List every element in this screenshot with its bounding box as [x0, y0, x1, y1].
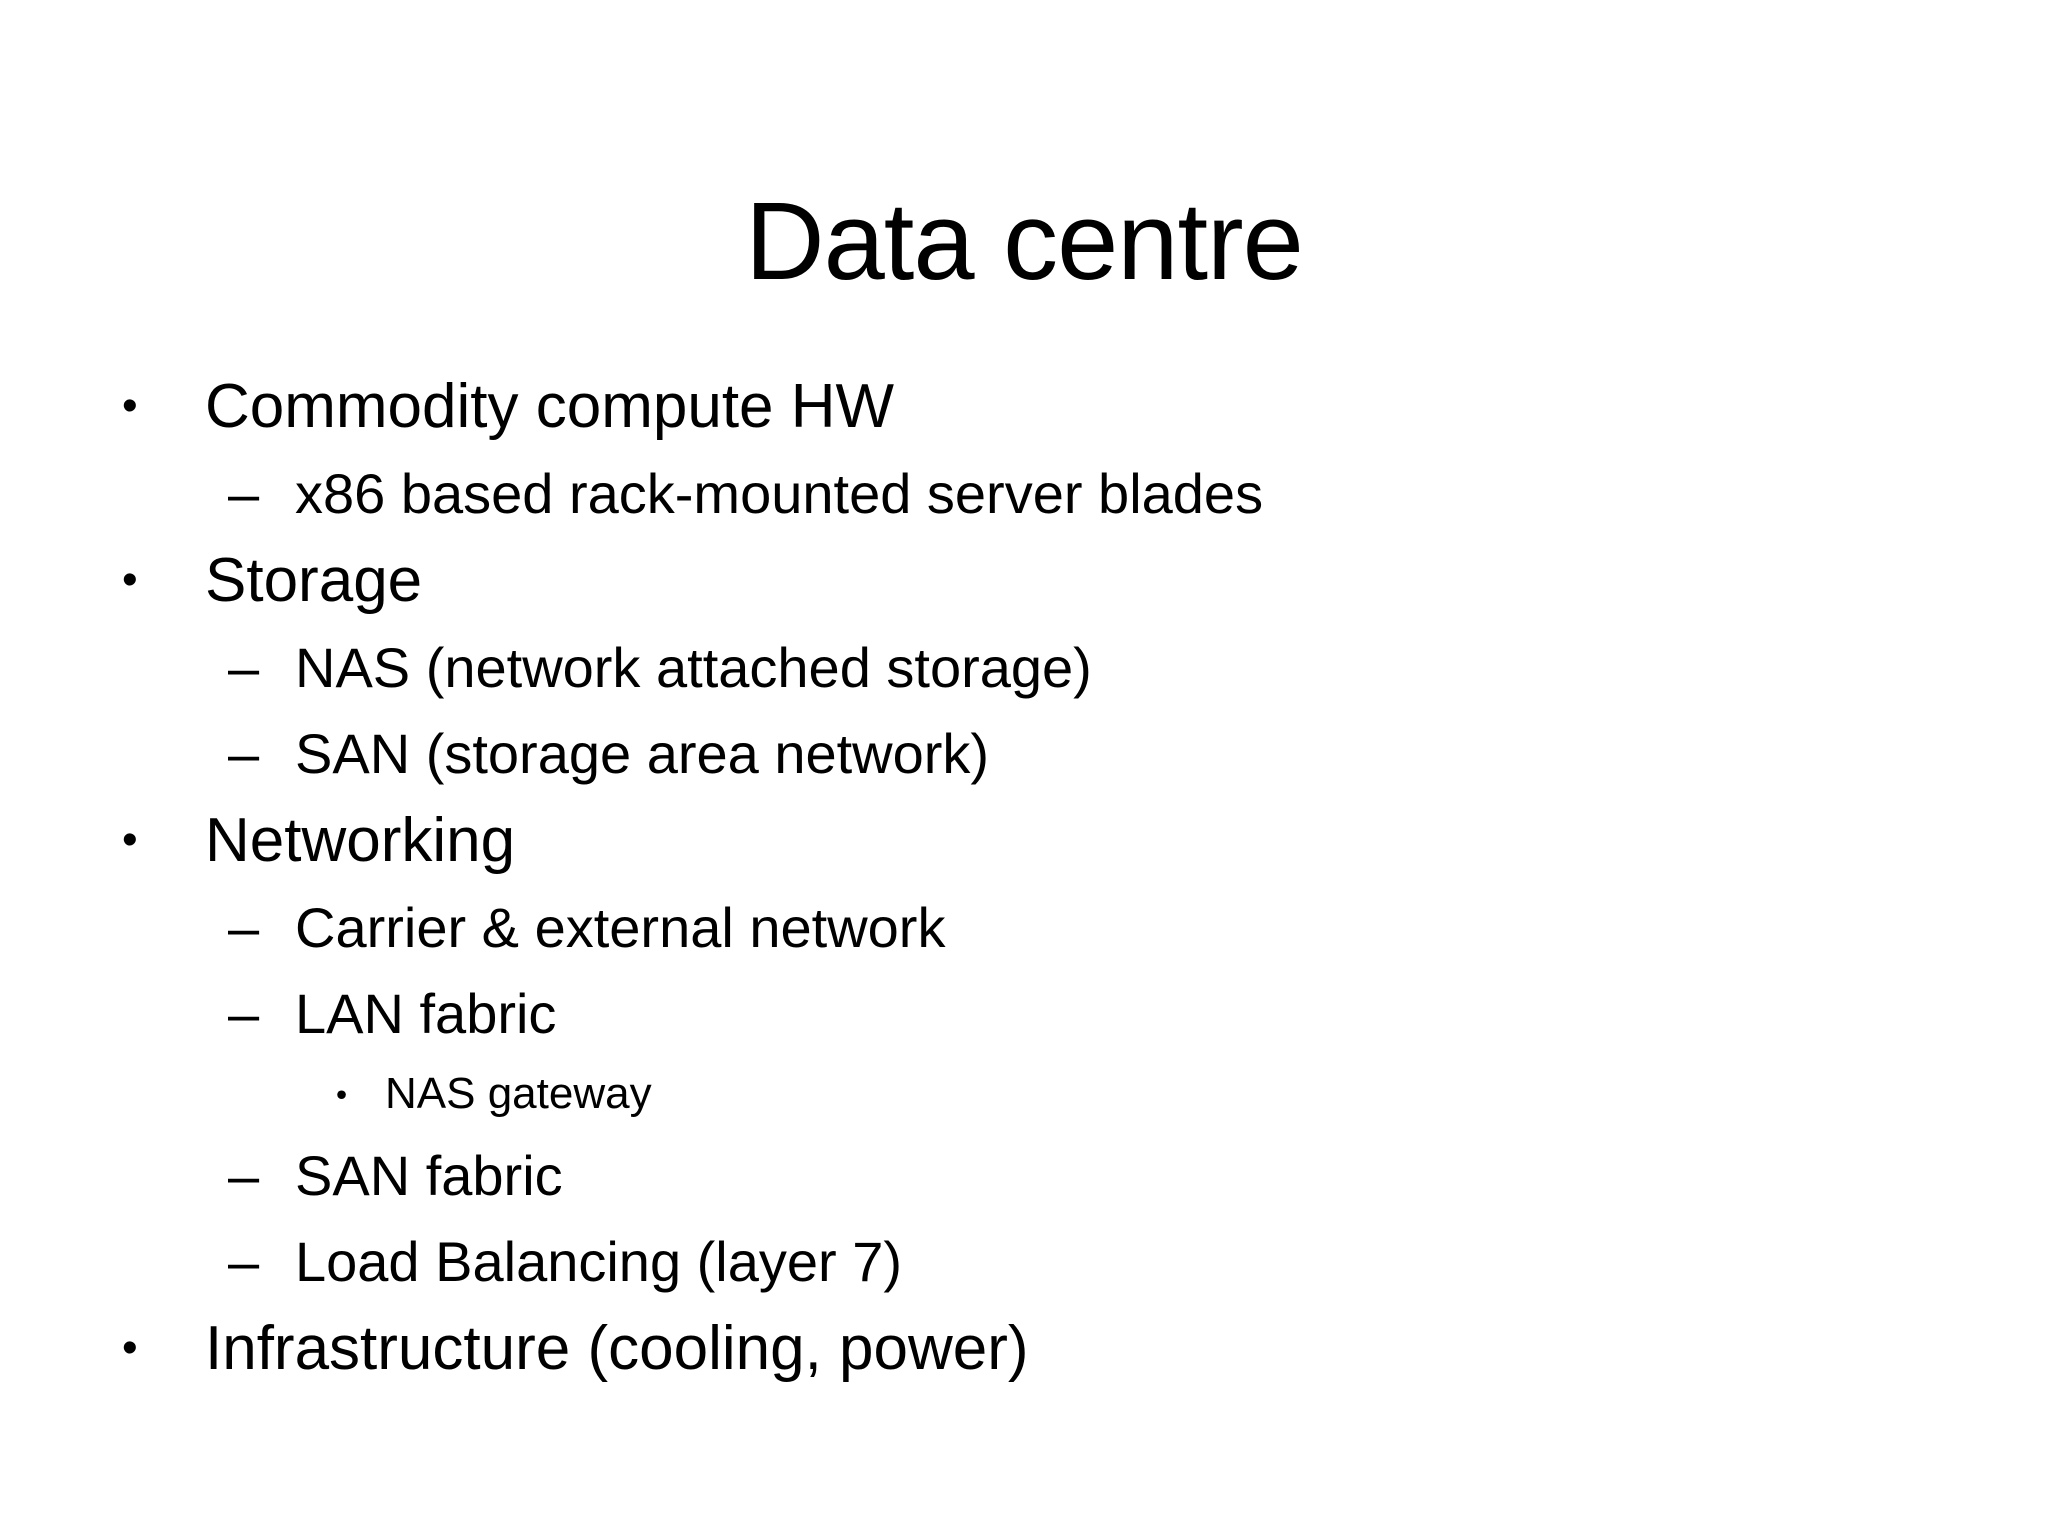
dash-icon: – — [228, 1229, 260, 1293]
bullet-dot-icon: • — [122, 815, 138, 864]
bullet-text: SAN (storage area network) — [295, 721, 990, 785]
bullet-text: Networking — [205, 805, 516, 875]
bullet-text: Storage — [205, 545, 423, 615]
bullet-text: Infrastructure (cooling, power) — [205, 1313, 1029, 1383]
bullet-item: • Infrastructure (cooling, power) — [0, 1304, 2048, 1392]
bullet-text: NAS gateway — [385, 1069, 652, 1118]
bullet-dot-icon: • — [122, 1323, 138, 1372]
bullet-item: • NAS gateway — [0, 1056, 2048, 1132]
bullet-item: • Storage — [0, 536, 2048, 624]
bullet-text: Commodity compute HW — [205, 371, 895, 441]
bullet-list: • Commodity compute HW – x86 based rack-… — [0, 362, 2048, 1392]
bullet-item: • Commodity compute HW — [0, 362, 2048, 450]
bullet-dot-icon: • — [336, 1075, 348, 1112]
bullet-item: – Carrier & external network — [0, 884, 2048, 970]
dash-icon: – — [228, 461, 260, 525]
bullet-text: LAN fabric — [295, 981, 557, 1045]
dash-icon: – — [228, 635, 260, 699]
bullet-dot-icon: • — [122, 555, 138, 604]
bullet-text: Carrier & external network — [295, 895, 946, 959]
bullet-text: x86 based rack-mounted server blades — [295, 461, 1264, 525]
bullet-item: – NAS (network attached storage) — [0, 624, 2048, 710]
bullet-item: – Load Balancing (layer 7) — [0, 1218, 2048, 1304]
dash-icon: – — [228, 1143, 260, 1207]
bullet-item: – LAN fabric — [0, 970, 2048, 1056]
bullet-item: – SAN (storage area network) — [0, 710, 2048, 796]
bullet-text: NAS (network attached storage) — [295, 635, 1092, 699]
dash-icon: – — [228, 721, 260, 785]
bullet-item: – SAN fabric — [0, 1132, 2048, 1218]
bullet-item: • Networking — [0, 796, 2048, 884]
bullet-item: – x86 based rack-mounted server blades — [0, 450, 2048, 536]
dash-icon: – — [228, 895, 260, 959]
dash-icon: – — [228, 981, 260, 1045]
bullet-text: Load Balancing (layer 7) — [295, 1229, 903, 1293]
bullet-text: SAN fabric — [295, 1143, 563, 1207]
bullet-dot-icon: • — [122, 381, 138, 430]
slide-title: Data centre — [745, 179, 1304, 303]
